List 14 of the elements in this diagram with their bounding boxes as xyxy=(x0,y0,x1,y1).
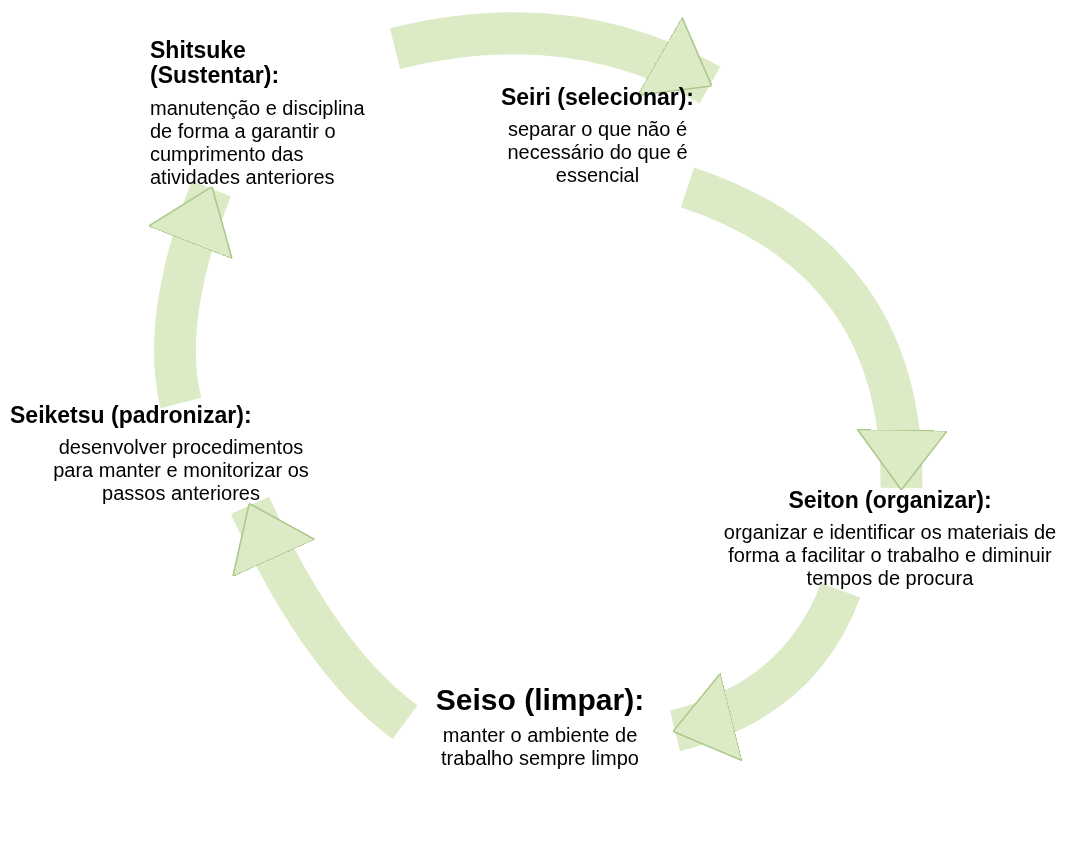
curved-arrow xyxy=(680,167,946,491)
step-description: separar o que não é necessário do que é essencial xyxy=(506,118,689,188)
step-description: desenvolver procedimentos para manter e monitorizar os passos anteriores xyxy=(52,436,310,506)
step-heading: Seiton (organizar): xyxy=(788,488,992,514)
step-description: manutenção e disciplina de forma a garantir o cumprimento das atividades anteriores xyxy=(150,96,366,189)
step-heading: Seiri (selecionar): xyxy=(501,85,694,111)
step-description: organizar e identificar os materiais de forma a facilitar o trabalho e diminuir tempos de procura xyxy=(722,521,1058,591)
curved-arrow xyxy=(231,496,418,739)
step-heading: Seiketsu (padronizar): xyxy=(10,403,252,429)
step-heading: Shitsuke (Sustentar): xyxy=(150,38,281,89)
curved-arrow xyxy=(148,181,234,408)
step-heading: Seiso (limpar): xyxy=(435,683,645,716)
step-description: manter o ambiente de trabalho sempre limpo xyxy=(440,724,640,770)
curved-arrow xyxy=(390,12,720,104)
